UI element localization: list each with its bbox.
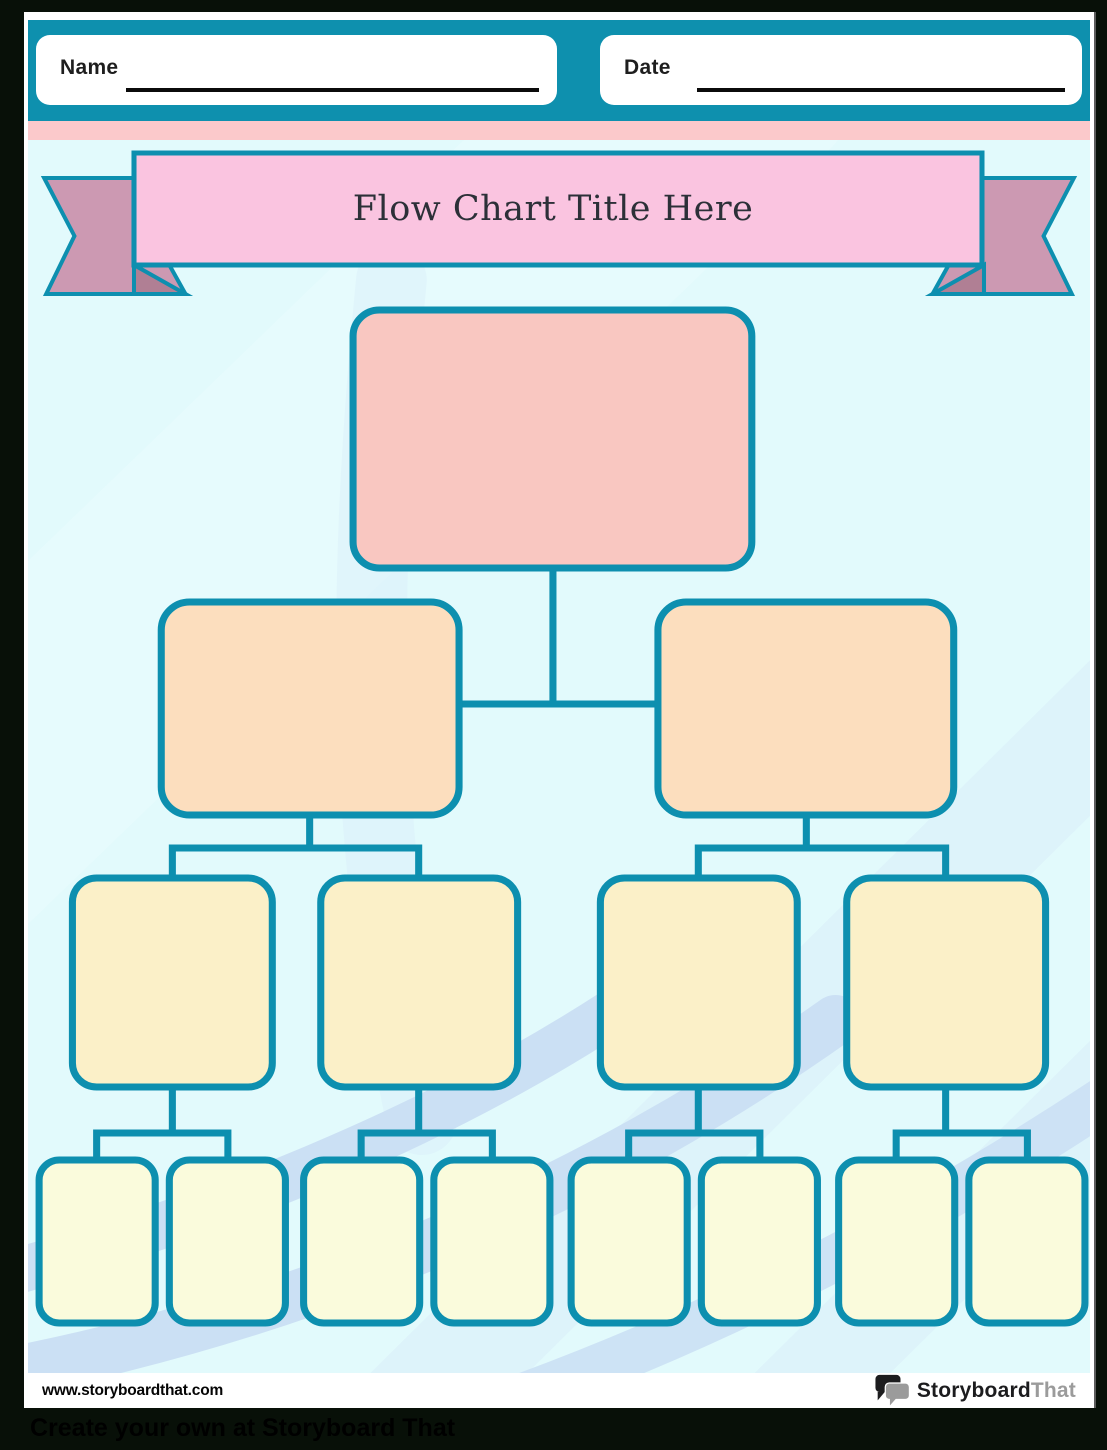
date-label: Date xyxy=(624,56,671,79)
connector-l3b-l4 xyxy=(357,1083,496,1164)
flowchart-node-level4-7[interactable] xyxy=(835,1156,959,1327)
connector-l3d-l4 xyxy=(892,1083,1031,1164)
bottom-bar: Create your own at Storyboard That xyxy=(0,1408,1107,1450)
flowchart-node-level4-2[interactable] xyxy=(165,1156,289,1327)
speech-bubbles-icon xyxy=(875,1374,910,1408)
flowchart-node-level4-3[interactable] xyxy=(300,1156,424,1327)
flowchart-node-level2-1[interactable] xyxy=(157,598,463,819)
storyboardthat-logo[interactable]: StoryboardThat xyxy=(874,1374,1076,1408)
flowchart-node-level3-3[interactable] xyxy=(596,874,801,1091)
flowchart-node-level2-2[interactable] xyxy=(654,598,958,819)
flowchart-node-level4-1[interactable] xyxy=(35,1156,159,1327)
logo-text-that: That xyxy=(1030,1378,1076,1402)
flowchart-node-level4-4[interactable] xyxy=(430,1156,554,1327)
flow-chart-title[interactable]: Flow Chart Title Here xyxy=(352,189,754,229)
website-url: www.storyboardthat.com xyxy=(42,1381,224,1399)
date-field[interactable]: Date xyxy=(600,35,1082,105)
flowchart-node-level4-5[interactable] xyxy=(567,1156,691,1327)
header-band: Name Date xyxy=(28,20,1090,129)
connector-l1-l2 xyxy=(455,564,663,708)
name-field[interactable]: Name xyxy=(36,35,557,105)
banner-ribbon-fold-right xyxy=(924,261,987,296)
name-writing-line[interactable] xyxy=(126,88,539,92)
connector-l3a-l4 xyxy=(93,1083,232,1164)
flow-chart-canvas: Flow Chart Title Here xyxy=(28,140,1090,1373)
title-banner xyxy=(131,150,985,268)
banner-ribbon-fold-left xyxy=(131,261,194,296)
flowchart-node-level3-2[interactable] xyxy=(317,874,522,1091)
bottom-bar-text: Create your own at Storyboard That xyxy=(30,1414,456,1442)
name-label: Name xyxy=(60,56,119,79)
flowchart-node-level4-8[interactable] xyxy=(965,1156,1089,1327)
flowchart-node-level3-4[interactable] xyxy=(843,874,1050,1091)
logo-text-storyboard: Storyboard xyxy=(916,1378,1031,1402)
flowchart-node-level1[interactable] xyxy=(349,306,756,572)
flowchart-node-level3-1[interactable] xyxy=(68,874,276,1091)
flowchart-node-level4-6[interactable] xyxy=(697,1156,821,1327)
date-writing-line[interactable] xyxy=(697,88,1065,92)
flow-chart-graphic xyxy=(28,140,1090,1373)
worksheet-page: Name Date xyxy=(24,12,1094,1408)
footer-strip: www.storyboardthat.com StoryboardThat xyxy=(28,1373,1090,1408)
connectors xyxy=(93,564,1031,1164)
connector-l3c-l4 xyxy=(625,1083,764,1164)
